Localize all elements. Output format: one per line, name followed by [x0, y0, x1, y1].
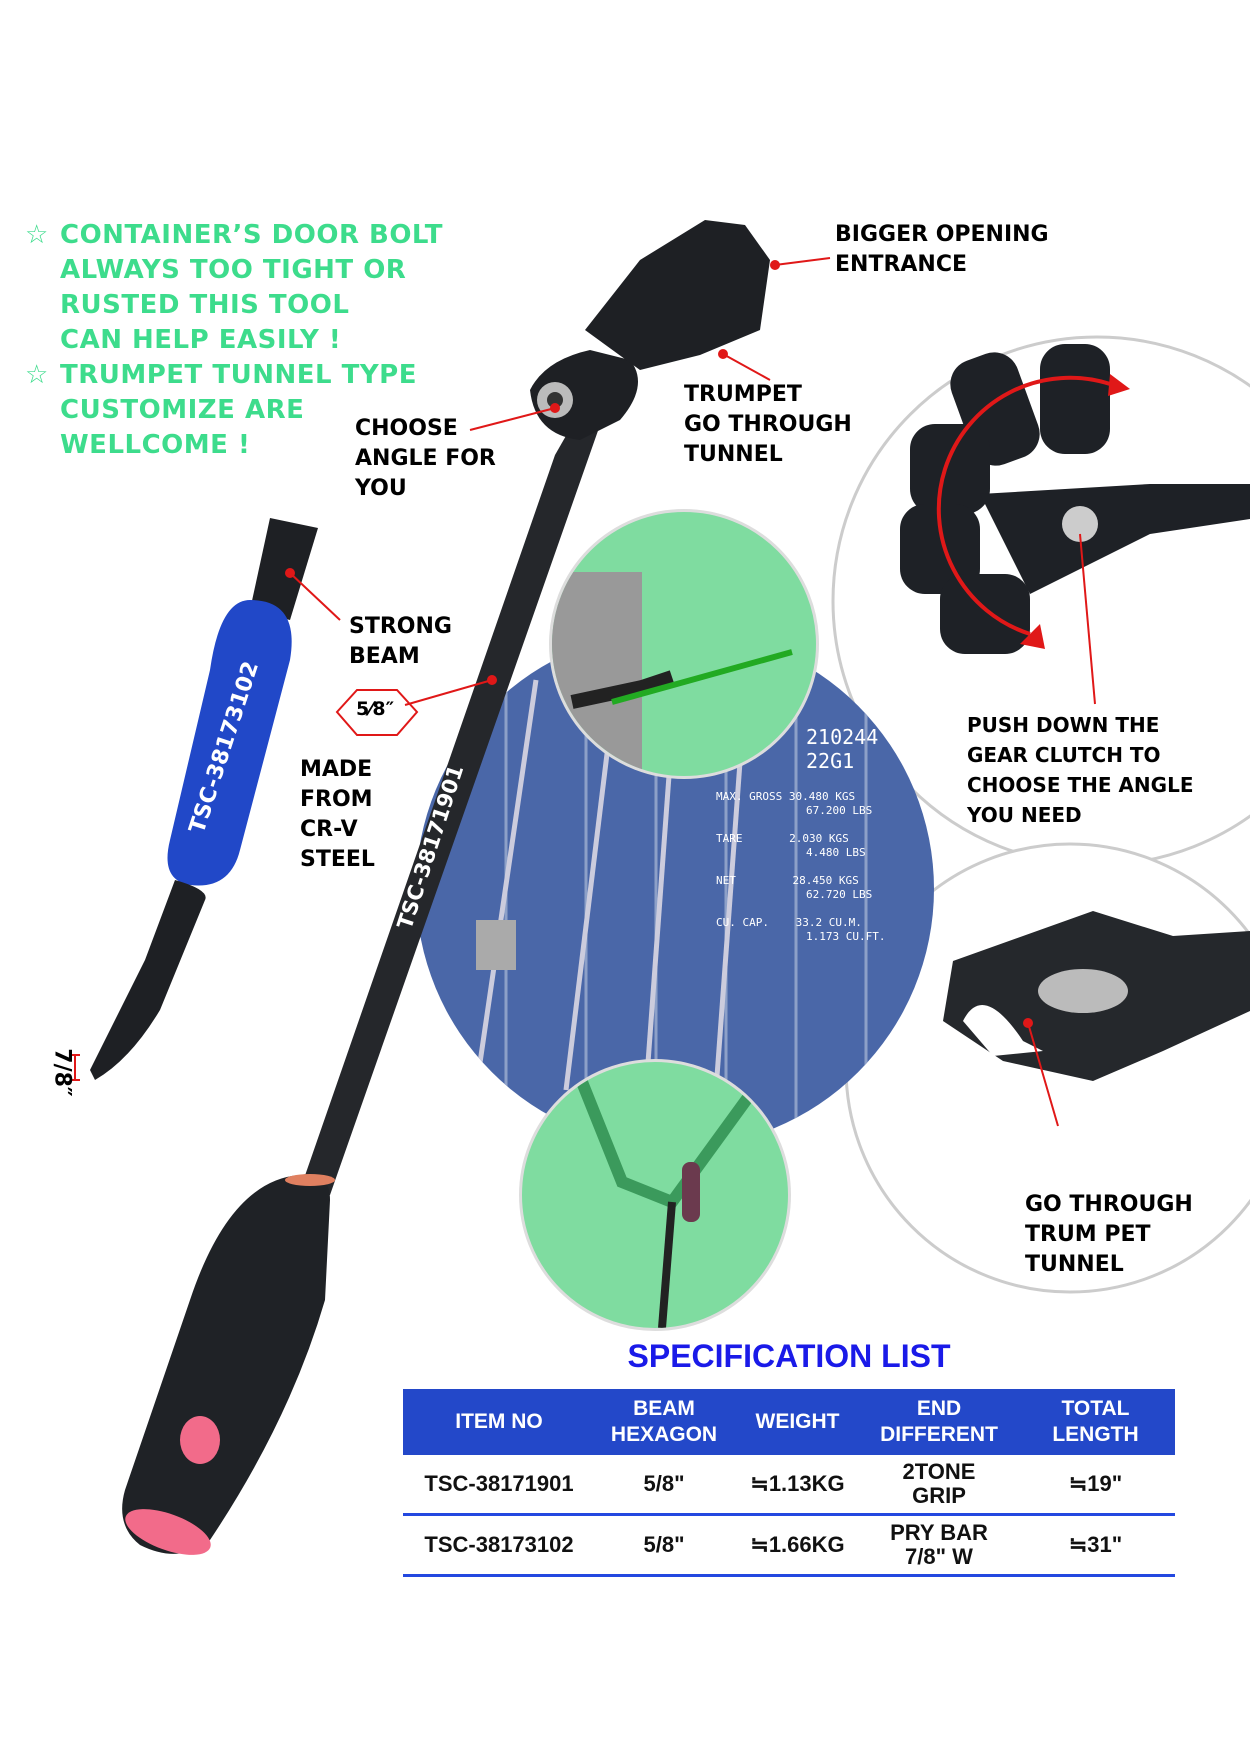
tip-width-label: 7/8″	[49, 1048, 75, 1097]
intro-line: CUSTOMIZE ARE	[60, 395, 305, 425]
callout-go-through: GO THROUGH TRUM PET TUNNEL	[1025, 1192, 1193, 1277]
intro-line: TRUMPET TUNNEL TYPE	[60, 360, 417, 390]
intro-text: ☆ CONTAINER’S DOOR BOLT ALWAYS TOO TIGHT…	[25, 218, 443, 463]
callout-bigger-opening: BIGGER OPENING ENTRANCE	[835, 222, 1049, 277]
header-item-no: ITEM NO	[403, 1389, 595, 1455]
container-type: 22G1	[806, 749, 855, 773]
spec-header-row: ITEM NO BEAM HEXAGON WEIGHT END DIFFEREN…	[403, 1389, 1175, 1455]
cell-total-length: ≒31"	[1016, 1514, 1175, 1577]
header-end-different: END DIFFERENT	[862, 1389, 1016, 1455]
header-total-length: TOTAL LENGTH	[1016, 1389, 1175, 1455]
inset-photo-lock	[519, 1059, 791, 1331]
intro-bullet-1: ☆ CONTAINER’S DOOR BOLT ALWAYS TOO TIGHT…	[25, 218, 443, 358]
wrench-head-illustration	[943, 911, 1250, 1127]
value: 67.200 LBS	[806, 804, 873, 817]
callout-choose-angle: CHOOSE ANGLE FOR YOU	[355, 416, 496, 501]
intro-line: ALWAYS TOO TIGHT OR	[60, 255, 407, 285]
intro-line: WELLCOME !	[60, 430, 251, 460]
cell-beam-hexagon: 5/8"	[595, 1514, 733, 1577]
callout-lines	[70, 257, 831, 1081]
hand-tool-illustration	[570, 649, 793, 709]
table-row: TSC-38173102 5/8" ≒1.66KG PRY BAR 7/8" W…	[403, 1514, 1175, 1577]
header-weight: WEIGHT	[733, 1389, 862, 1455]
value: 2.030 KGS	[789, 832, 849, 845]
intro-line: CAN HELP EASILY !	[60, 325, 342, 355]
table-row: TSC-38171901 5/8" ≒1.13KG 2TONE GRIP ≒19…	[403, 1455, 1175, 1516]
cell-end-different: 2TONE GRIP	[862, 1455, 1016, 1516]
label: CU. CAP.	[716, 916, 769, 929]
intro-line: RUSTED THIS TOOL	[60, 290, 350, 320]
callout-material: MADE FROM CR-V STEEL	[300, 757, 375, 872]
callout-push-down: PUSH DOWN THE GEAR CLUTCH TO CHOOSE THE …	[967, 713, 1194, 827]
header-beam-hexagon: BEAM HEXAGON	[595, 1389, 733, 1455]
ground	[552, 572, 642, 776]
value: 1.173 CU.FT.	[806, 930, 886, 943]
callout-trumpet: TRUMPET GO THROUGH TUNNEL	[684, 382, 852, 467]
spec-title: SPECIFICATION LIST	[627, 1338, 951, 1374]
value: 62.720 LBS	[806, 888, 873, 901]
intro-bullet-2: ☆ TRUMPET TUNNEL TYPE CUSTOMIZE ARE WELL…	[25, 358, 443, 463]
star-outline-icon: ☆	[25, 220, 49, 250]
cell-item-no: TSC-38173102	[403, 1514, 595, 1577]
label: TARE	[716, 832, 743, 845]
value: 30.480 KGS	[788, 790, 856, 803]
container-weight-labels: MAX. GROSS 30.480 KGS 67.200 LBS TARE 2.…	[716, 790, 885, 944]
label: MAX. GROSS	[716, 790, 783, 803]
hex-size-label: 5⁄8″	[356, 698, 395, 720]
callout-strong-beam: STRONG BEAM	[349, 614, 452, 669]
intro-line: CONTAINER’S DOOR BOLT	[60, 220, 443, 250]
cell-end-different: PRY BAR 7/8" W	[862, 1514, 1016, 1577]
star-outline-icon: ☆	[25, 360, 49, 390]
angle-rotation-photo	[831, 335, 1250, 867]
cell-item-no: TSC-38171901	[403, 1455, 595, 1516]
rotating-heads-illustration	[900, 344, 1250, 705]
cell-total-length: ≒19"	[1016, 1455, 1175, 1516]
cell-weight: ≒1.13KG	[733, 1455, 862, 1516]
value: 4.480 LBS	[806, 846, 866, 859]
value: 28.450 KGS	[792, 874, 859, 887]
lock-handle-illustration	[576, 1079, 757, 1328]
cell-beam-hexagon: 5/8"	[595, 1455, 733, 1516]
inset-photo-usage	[549, 509, 819, 779]
container-labels: 210244 22G1	[806, 725, 926, 773]
cell-weight: ≒1.66KG	[733, 1514, 862, 1577]
socket-wrench	[122, 220, 770, 1555]
container-number: 210244	[806, 725, 879, 749]
pry-bar	[90, 518, 318, 1080]
label: NET	[716, 874, 736, 887]
spec-table: ITEM NO BEAM HEXAGON WEIGHT END DIFFEREN…	[403, 1389, 1175, 1577]
value: 33.2 CU.M.	[795, 916, 862, 929]
